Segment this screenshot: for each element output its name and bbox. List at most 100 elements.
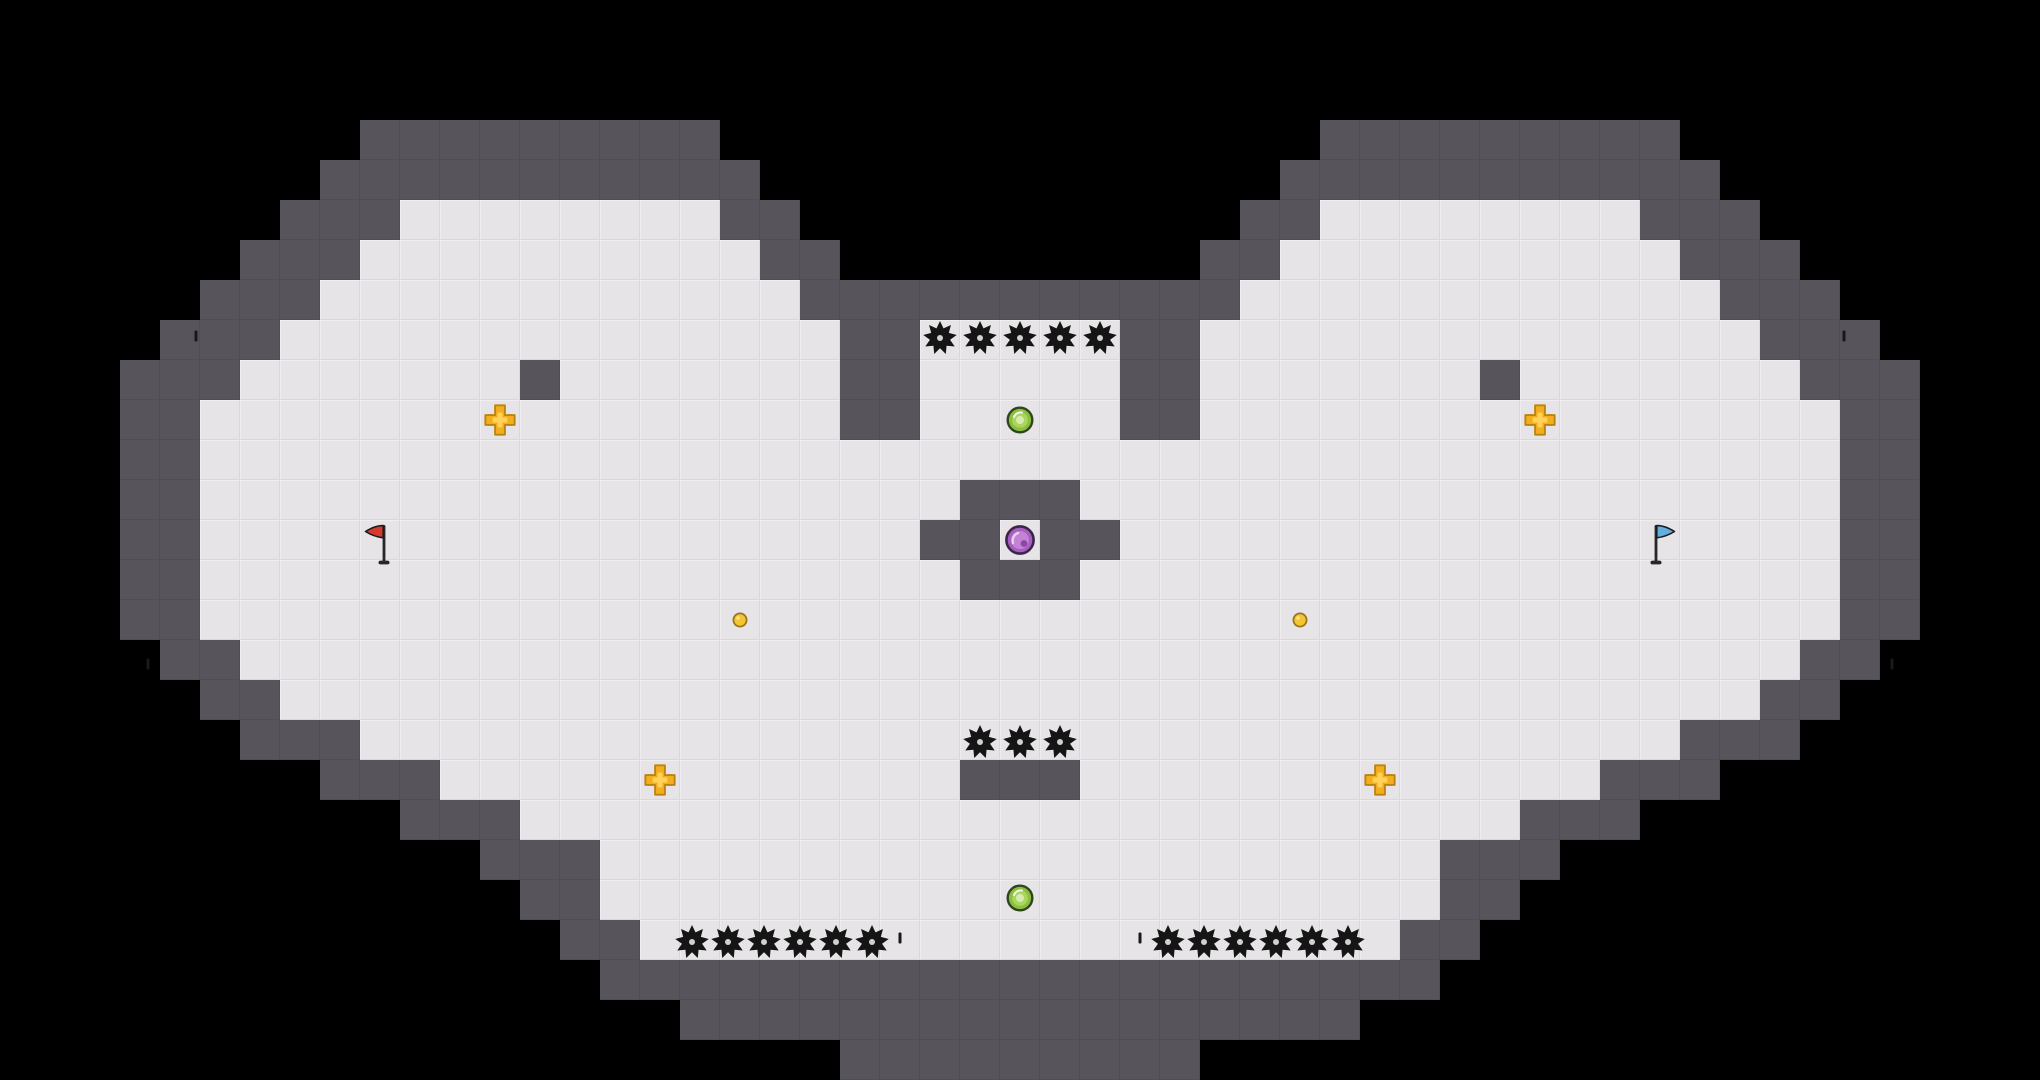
floor-tile [1640, 240, 1680, 280]
floor-tile [1520, 520, 1560, 560]
floor-tile [1400, 440, 1440, 480]
wall-tile [240, 320, 280, 360]
floor-tile [1240, 840, 1280, 880]
floor-tile [520, 280, 560, 320]
floor-tile [640, 400, 680, 440]
floor-tile [880, 560, 920, 600]
floor-tile [1360, 520, 1400, 560]
floor-tile [640, 560, 680, 600]
floor-tile [1680, 360, 1720, 400]
wall-tile [840, 280, 880, 320]
floor-tile [600, 480, 640, 520]
floor-tile [1520, 280, 1560, 320]
floor-tile [1360, 240, 1400, 280]
floor-tile [840, 760, 880, 800]
wall-tile [600, 920, 640, 960]
wall-tile [160, 440, 200, 480]
wall-tile [400, 120, 440, 160]
wall-tile [1200, 960, 1240, 1000]
floor-tile [480, 480, 520, 520]
floor-tile [320, 480, 360, 520]
floor-tile [440, 400, 480, 440]
floor-tile [200, 560, 240, 600]
floor-tile [1360, 920, 1400, 960]
wall-tile [840, 1040, 880, 1080]
floor-tile [1600, 680, 1640, 720]
floor-tile [520, 640, 560, 680]
floor-tile [440, 480, 480, 520]
wall-tile [1000, 960, 1040, 1000]
floor-tile [1200, 600, 1240, 640]
floor-tile [800, 680, 840, 720]
wall-tile [1800, 320, 1840, 360]
floor-tile [1600, 280, 1640, 320]
powerup-cross [1523, 403, 1557, 437]
floor-tile [1240, 440, 1280, 480]
floor-tile [1080, 720, 1120, 760]
wall-tile [1160, 320, 1200, 360]
wall-tile [1600, 120, 1640, 160]
floor-tile [1400, 520, 1440, 560]
floor-tile [1160, 720, 1200, 760]
wall-tile [1400, 160, 1440, 200]
wall-tile [1240, 200, 1280, 240]
wall-tile [1160, 280, 1200, 320]
wall-tile [160, 600, 200, 640]
floor-tile [880, 880, 920, 920]
floor-tile [1720, 600, 1760, 640]
floor-tile [360, 720, 400, 760]
floor-tile [1560, 720, 1600, 760]
saw-hazard [852, 922, 892, 962]
floor-tile [640, 880, 680, 920]
floor-tile [520, 240, 560, 280]
floor-tile [720, 240, 760, 280]
floor-tile [1080, 480, 1120, 520]
wall-tile [1440, 920, 1480, 960]
wall-crack [194, 330, 198, 342]
floor-tile [320, 680, 360, 720]
floor-tile [1320, 280, 1360, 320]
floor-tile [360, 360, 400, 400]
floor-tile [1640, 280, 1680, 320]
floor-tile [760, 720, 800, 760]
floor-tile [1240, 680, 1280, 720]
floor-tile [1720, 640, 1760, 680]
floor-tile [1160, 680, 1200, 720]
wall-tile [1840, 520, 1880, 560]
floor-tile [720, 640, 760, 680]
wall-tile [1240, 960, 1280, 1000]
floor-tile [400, 440, 440, 480]
wall-tile [640, 960, 680, 1000]
floor-tile [1480, 680, 1520, 720]
floor-tile [320, 280, 360, 320]
floor-tile [1760, 640, 1800, 680]
floor-tile [880, 840, 920, 880]
wall-tile [1480, 360, 1520, 400]
wall-tile [1880, 560, 1920, 600]
wall-tile [160, 320, 200, 360]
wall-tile [840, 400, 880, 440]
floor-tile [480, 720, 520, 760]
floor-tile [1800, 520, 1840, 560]
floor-tile [1720, 680, 1760, 720]
wall-tile [800, 960, 840, 1000]
floor-tile [1440, 440, 1480, 480]
floor-tile [560, 280, 600, 320]
floor-tile [1480, 480, 1520, 520]
floor-tile [1480, 640, 1520, 680]
wall-tile [480, 800, 520, 840]
floor-tile [680, 880, 720, 920]
floor-tile [1240, 760, 1280, 800]
floor-tile [600, 880, 640, 920]
wall-tile [1080, 1000, 1120, 1040]
floor-tile [1560, 400, 1600, 440]
floor-tile [920, 560, 960, 600]
floor-tile [1200, 680, 1240, 720]
floor-tile [760, 800, 800, 840]
wall-tile [920, 520, 960, 560]
saw-hazard [960, 722, 1000, 762]
floor-tile [1240, 720, 1280, 760]
floor-tile [1120, 600, 1160, 640]
floor-tile [640, 800, 680, 840]
